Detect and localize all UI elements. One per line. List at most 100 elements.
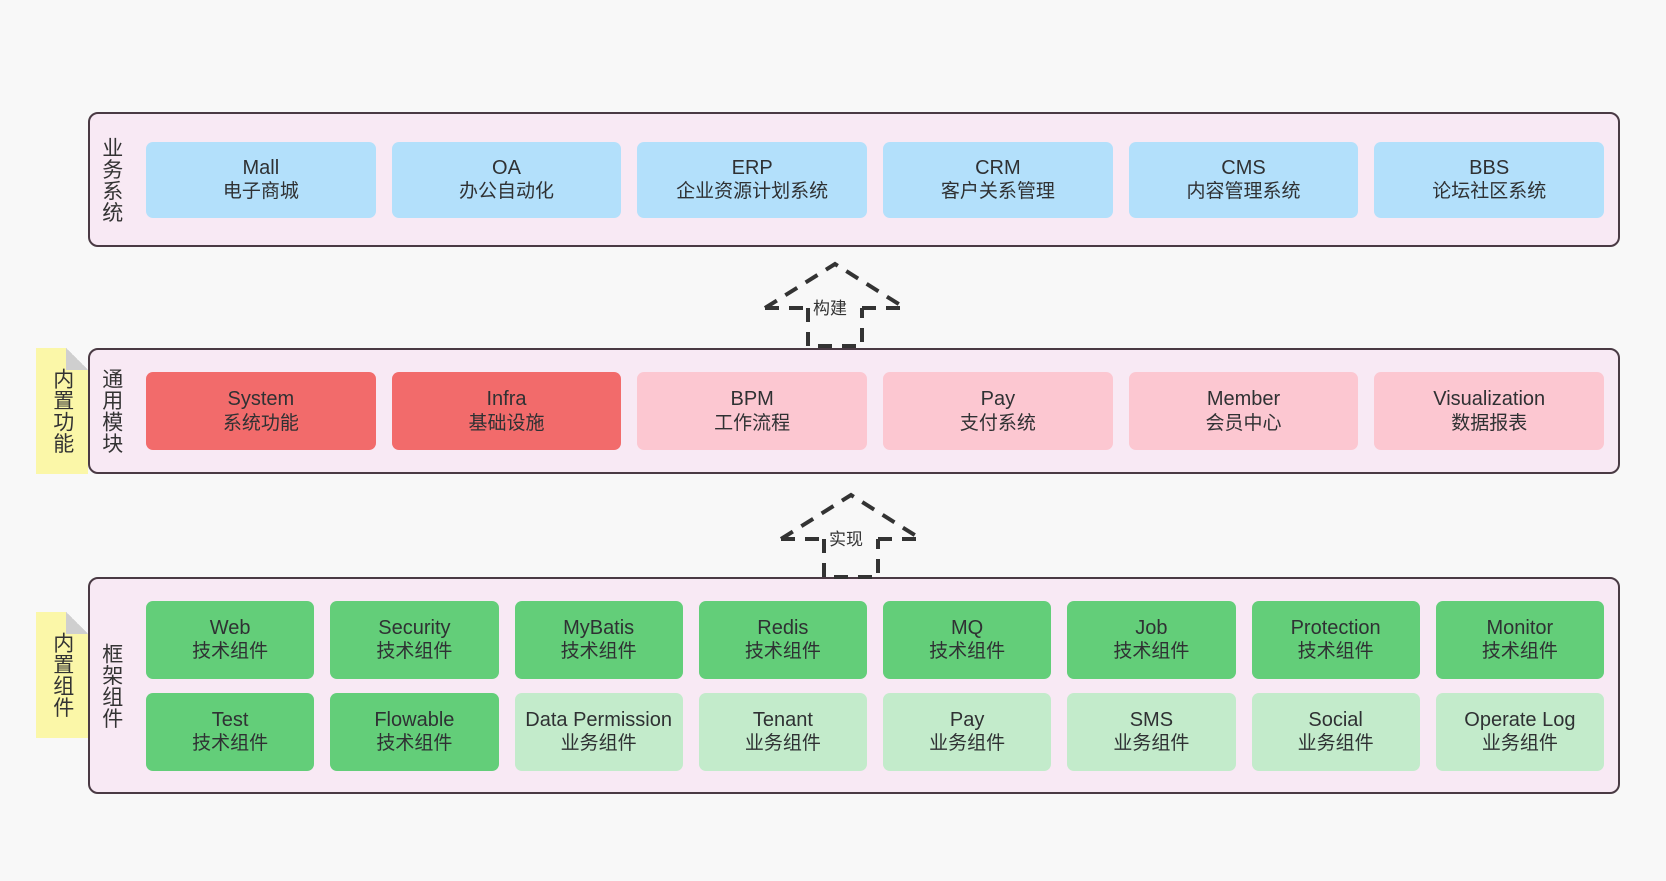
card-title-en: BBS bbox=[1469, 156, 1510, 179]
card-title-cn: 企业资源计划系统 bbox=[676, 181, 829, 203]
card-pay[interactable]: Pay 支付系统 bbox=[883, 372, 1113, 450]
card-title-cn: 会员中心 bbox=[1205, 412, 1282, 434]
card-title-en: CRM bbox=[975, 156, 1021, 179]
connector-realize: 实现 bbox=[766, 489, 936, 584]
connector-realize-label: 实现 bbox=[829, 530, 863, 549]
card-title-cn: 支付系统 bbox=[959, 412, 1036, 434]
card-title-en: BPM bbox=[730, 388, 774, 411]
card-title-en: Test bbox=[211, 708, 249, 731]
card-title-cn: 数据报表 bbox=[1451, 412, 1528, 434]
card-title-en: Visualization bbox=[1433, 388, 1546, 411]
card-title-cn: 技术组件 bbox=[1113, 641, 1190, 663]
layer-framework-components-body: Web 技术组件 Security 技术组件 MyBatis 技术组件 Redi… bbox=[132, 579, 1618, 792]
card-row: Mall 电子商城 OA 办公自动化 ERP 企业资源计划系统 CRM 客户关系… bbox=[146, 141, 1605, 218]
card-web[interactable]: Web 技术组件 bbox=[146, 600, 315, 679]
card-visualization[interactable]: Visualization 数据报表 bbox=[1374, 372, 1605, 450]
card-title-en: Member bbox=[1206, 388, 1281, 411]
card-redis[interactable]: Redis 技术组件 bbox=[698, 600, 867, 679]
card-system[interactable]: System 系统功能 bbox=[146, 372, 376, 450]
card-title-en: CMS bbox=[1221, 156, 1266, 179]
card-title-cn: 基础设施 bbox=[468, 412, 545, 434]
sticky-note-builtin-components: 内置组件 bbox=[36, 612, 88, 738]
folded-corner-icon bbox=[66, 612, 88, 634]
card-title-cn: 内容管理系统 bbox=[1186, 181, 1301, 203]
card-mq[interactable]: MQ 技术组件 bbox=[883, 600, 1052, 679]
card-title-en: OA bbox=[492, 156, 521, 179]
layer-framework-components-title: 框架组件 bbox=[99, 642, 123, 729]
card-title-cn: 电子商城 bbox=[222, 181, 299, 203]
card-mall[interactable]: Mall 电子商城 bbox=[146, 141, 376, 218]
connector-build-glyph bbox=[763, 261, 907, 348]
card-title-cn: 技术组件 bbox=[1297, 641, 1374, 663]
sticky-note-label: 内置组件 bbox=[50, 632, 74, 718]
card-title-en: Infra bbox=[486, 388, 527, 411]
card-title-en: Web bbox=[209, 616, 251, 639]
card-bpm[interactable]: BPM 工作流程 bbox=[637, 372, 868, 450]
card-mybatis[interactable]: MyBatis 技术组件 bbox=[514, 600, 683, 679]
card-title-en: Social bbox=[1308, 708, 1363, 731]
layer-business-systems-body: Mall 电子商城 OA 办公自动化 ERP 企业资源计划系统 CRM 客户关系… bbox=[132, 114, 1618, 245]
card-title-cn: 技术组件 bbox=[376, 641, 453, 663]
connector-build-label: 构建 bbox=[813, 299, 847, 318]
card-title-cn: 技术组件 bbox=[929, 641, 1006, 663]
card-operate-log[interactable]: Operate Log 业务组件 bbox=[1435, 692, 1604, 771]
card-title-cn: 业务组件 bbox=[1113, 733, 1190, 755]
card-title-en: MQ bbox=[951, 616, 984, 639]
card-test[interactable]: Test 技术组件 bbox=[146, 692, 315, 771]
card-title-cn: 技术组件 bbox=[192, 641, 269, 663]
layer-business-systems: 业务系统 Mall 电子商城 OA 办公自动化 ERP 企业资源计划系统 CRM… bbox=[88, 112, 1620, 247]
layer-common-modules-title: 通用模块 bbox=[99, 368, 123, 454]
card-row: System 系统功能 Infra 基础设施 BPM 工作流程 Pay 支付系统… bbox=[146, 372, 1605, 450]
card-job[interactable]: Job 技术组件 bbox=[1067, 600, 1236, 679]
card-crm[interactable]: CRM 客户关系管理 bbox=[883, 141, 1113, 218]
sticky-note-builtin-features: 内置功能 bbox=[36, 348, 88, 474]
card-member[interactable]: Member 会员中心 bbox=[1128, 372, 1359, 450]
card-erp[interactable]: ERP 企业资源计划系统 bbox=[637, 141, 868, 218]
card-oa[interactable]: OA 办公自动化 bbox=[391, 141, 622, 218]
card-title-en: Data Permission bbox=[525, 708, 672, 731]
card-title-en: MyBatis bbox=[563, 616, 635, 639]
card-sms[interactable]: SMS 业务组件 bbox=[1067, 692, 1236, 771]
card-title-en: SMS bbox=[1129, 708, 1174, 731]
card-title-cn: 技术组件 bbox=[744, 641, 821, 663]
card-title-cn: 业务组件 bbox=[1481, 733, 1558, 755]
card-bbs[interactable]: BBS 论坛社区系统 bbox=[1374, 141, 1605, 218]
card-tenant[interactable]: Tenant 业务组件 bbox=[698, 692, 867, 771]
card-social[interactable]: Social 业务组件 bbox=[1251, 692, 1420, 771]
card-title-en: ERP bbox=[731, 156, 773, 179]
card-infra[interactable]: Infra 基础设施 bbox=[391, 372, 622, 450]
card-title-en: Protection bbox=[1290, 616, 1381, 639]
card-title-en: Security bbox=[378, 616, 451, 639]
sticky-note-label: 内置功能 bbox=[50, 368, 74, 454]
card-protection[interactable]: Protection 技术组件 bbox=[1251, 600, 1420, 679]
card-title-cn: 业务组件 bbox=[1297, 733, 1374, 755]
card-data-permission[interactable]: Data Permission 业务组件 bbox=[514, 692, 683, 771]
card-title-cn: 系统功能 bbox=[222, 412, 299, 434]
card-title-en: Monitor bbox=[1486, 616, 1554, 639]
card-title-en: System bbox=[227, 388, 295, 411]
layer-framework-components: 框架组件 Web 技术组件 Security 技术组件 MyBatis 技术组件… bbox=[88, 577, 1620, 794]
card-title-cn: 技术组件 bbox=[1481, 641, 1558, 663]
card-title-en: Operate Log bbox=[1464, 708, 1576, 731]
card-flowable[interactable]: Flowable 技术组件 bbox=[330, 692, 499, 771]
card-pay-component[interactable]: Pay 业务组件 bbox=[883, 692, 1052, 771]
card-title-cn: 客户关系管理 bbox=[940, 181, 1055, 203]
card-title-cn: 技术组件 bbox=[376, 733, 453, 755]
card-title-cn: 工作流程 bbox=[714, 412, 791, 434]
card-cms[interactable]: CMS 内容管理系统 bbox=[1128, 141, 1359, 218]
card-title-cn: 办公自动化 bbox=[459, 181, 555, 203]
connector-build: 构建 bbox=[750, 258, 920, 348]
card-title-en: Pay bbox=[949, 708, 985, 731]
card-title-cn: 论坛社区系统 bbox=[1432, 181, 1547, 203]
card-security[interactable]: Security 技术组件 bbox=[330, 600, 499, 679]
card-title-en: Tenant bbox=[752, 708, 813, 731]
card-title-cn: 业务组件 bbox=[560, 733, 637, 755]
layer-business-systems-title: 业务系统 bbox=[99, 136, 123, 223]
card-row-business: Test 技术组件 Flowable 技术组件 Data Permission … bbox=[146, 692, 1604, 771]
folded-corner-icon bbox=[66, 348, 88, 370]
card-monitor[interactable]: Monitor 技术组件 bbox=[1435, 600, 1604, 679]
connector-realize-glyph bbox=[779, 492, 923, 579]
card-title-en: Job bbox=[1135, 616, 1168, 639]
layer-common-modules-body: System 系统功能 Infra 基础设施 BPM 工作流程 Pay 支付系统… bbox=[132, 350, 1618, 472]
card-title-en: Flowable bbox=[374, 708, 455, 731]
